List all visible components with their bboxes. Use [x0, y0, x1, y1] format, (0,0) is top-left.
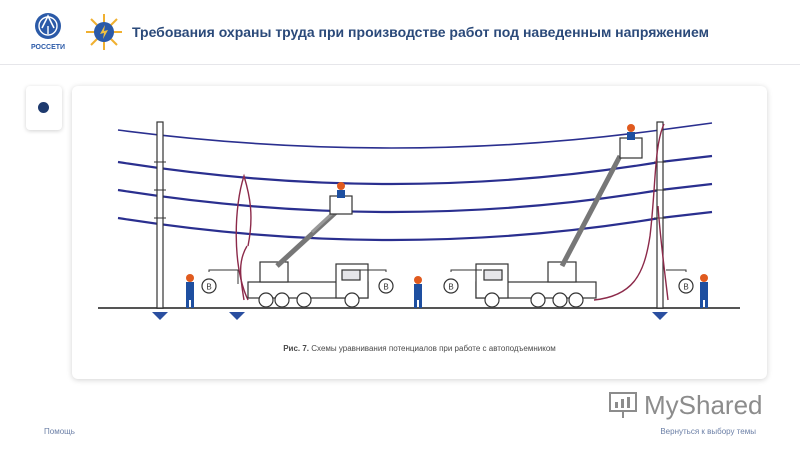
- presentation-board-icon: [609, 392, 637, 418]
- indicator-label-1: В: [206, 283, 211, 292]
- back-to-topics-link[interactable]: Вернуться к выбору темы: [660, 427, 756, 436]
- left-truck: [247, 195, 369, 308]
- wire-1: [117, 154, 713, 186]
- watermark-text: MyShared: [644, 390, 763, 420]
- rosseti-logo-text: РОССЕТИ: [30, 44, 66, 51]
- right-pole: [654, 121, 666, 309]
- indicator-leads: [208, 269, 687, 284]
- equipotential-scheme-diagram: В В В В: [98, 121, 740, 320]
- left-pole: [154, 121, 166, 309]
- wire-3: [117, 210, 713, 242]
- rosseti-emblem-icon: [35, 13, 61, 39]
- header-bar: РОССЕТИ Требования охраны труда при прои…: [0, 0, 800, 65]
- indicator-label-2: В: [383, 283, 388, 292]
- nav-dot-icon: [38, 102, 49, 113]
- rosseti-logo: РОССЕТИ: [28, 10, 68, 56]
- right-truck: [475, 137, 643, 308]
- worker-left-bucket: [337, 182, 345, 198]
- side-nav-tab[interactable]: [26, 86, 62, 130]
- figure-caption: Рис. 7. Схемы уравнивания потенциалов пр…: [72, 344, 767, 353]
- worker-right-bucket: [627, 124, 635, 140]
- voltage-indicator-1: [201, 278, 217, 294]
- sun-emblem-logo: [84, 12, 124, 52]
- myshared-watermark: MyShared: [606, 388, 766, 420]
- grounding-wires: [235, 123, 669, 301]
- help-link[interactable]: Помощь: [44, 427, 75, 436]
- voltage-indicators: В В В В: [201, 278, 694, 294]
- voltage-indicator-2: [378, 278, 394, 294]
- worker-left-ground: [186, 274, 194, 308]
- power-line-wires: [117, 122, 713, 242]
- wire-2: [117, 182, 713, 214]
- voltage-indicator-4: [678, 278, 694, 294]
- indicator-label-3: В: [448, 283, 453, 292]
- page-title: Требования охраны труда при производстве…: [132, 24, 709, 40]
- worker-right-ground: [700, 274, 708, 308]
- sun-emblem-icon: [86, 14, 122, 50]
- figure-card: В В В В Рис. 7. Схемы уравнивания потенц…: [72, 86, 767, 379]
- caption-text: Схемы уравнивания потенциалов при работе…: [311, 344, 556, 353]
- caption-label: Рис. 7.: [283, 344, 310, 353]
- ground-symbols: [152, 312, 668, 320]
- voltage-indicator-3: [443, 278, 459, 294]
- wire-top: [117, 122, 713, 149]
- worker-middle: [414, 276, 422, 308]
- indicator-label-4: В: [683, 283, 688, 292]
- workers: [186, 124, 708, 308]
